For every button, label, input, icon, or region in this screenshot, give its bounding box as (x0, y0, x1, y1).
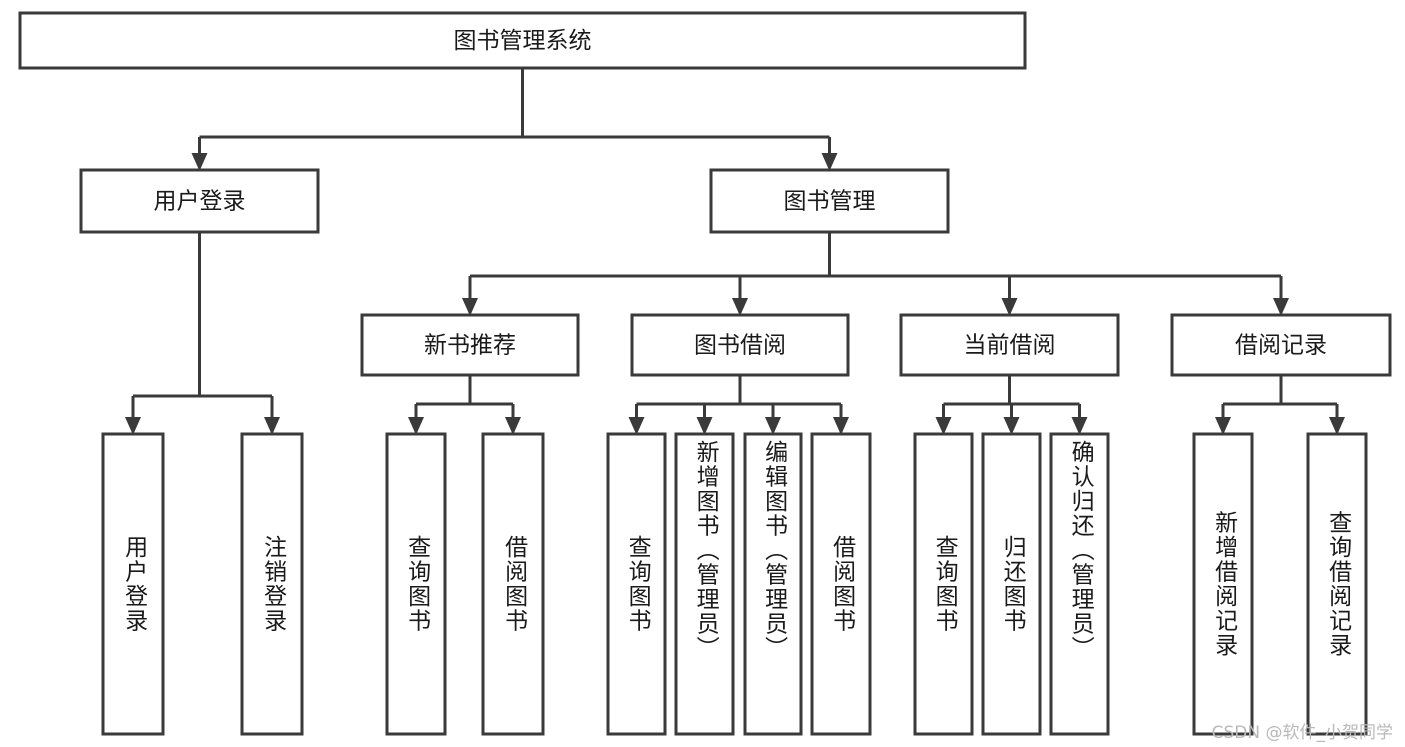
node-box-new-book-recommend[interactable] (360, 313, 580, 377)
arrow-head-icon (1003, 417, 1020, 435)
node-label-root: 图书管理系统 (454, 28, 592, 54)
node-box-leaf-query-book-1[interactable] (385, 432, 447, 736)
node-box-leaf-edit-book[interactable] (743, 432, 803, 736)
node-box-leaf-query-book-2[interactable] (606, 432, 667, 736)
node-label-borrow-record: 借阅记录 (1235, 333, 1327, 359)
node-box-leaf-query-book-3[interactable] (913, 432, 974, 736)
arrow-head-icon (696, 417, 713, 435)
node-box-leaf-return-book[interactable] (981, 432, 1042, 736)
arrow-head-icon (732, 298, 748, 316)
arrow-head-icon (1215, 417, 1231, 435)
node-box-book-manage[interactable] (709, 168, 950, 234)
arrow-head-icon (462, 298, 478, 316)
node-box-current-borrow[interactable] (899, 313, 1120, 377)
node-box-leaf-logout[interactable] (240, 432, 304, 736)
node-label-book-manage: 图书管理 (784, 189, 876, 215)
arrow-head-icon (628, 417, 645, 435)
node-box-leaf-query-record[interactable] (1306, 432, 1368, 736)
arrow-head-icon (125, 417, 141, 435)
node-label-current-borrow: 当前借阅 (964, 333, 1056, 359)
arrow-head-icon (264, 417, 280, 435)
arrow-head-icon (1273, 298, 1289, 316)
arrow-head-icon (833, 417, 849, 435)
arrow-head-icon (1329, 417, 1345, 435)
watermark-text: CSDN @软件_小贺同学 (1211, 723, 1393, 743)
arrow-head-icon (408, 417, 424, 435)
arrow-head-icon (765, 417, 781, 435)
arrow-head-icon (505, 417, 521, 435)
node-box-leaf-add-record[interactable] (1192, 432, 1254, 736)
node-box-borrow-record[interactable] (1170, 313, 1392, 377)
connector-layer (125, 68, 1345, 435)
arrow-head-icon (1001, 298, 1018, 316)
node-box-leaf-confirm-return[interactable] (1049, 432, 1110, 736)
arrow-head-icon (935, 417, 952, 435)
node-box-leaf-user-login[interactable] (101, 432, 165, 736)
arrow-head-icon (1071, 417, 1088, 435)
node-box-user-login[interactable] (79, 168, 320, 234)
node-box-leaf-add-book[interactable] (674, 432, 735, 736)
node-box-layer (18, 11, 1392, 736)
node-box-leaf-borrow-book-2[interactable] (810, 432, 872, 736)
node-label-user-login: 用户登录 (154, 189, 246, 215)
node-label-new-book-recommend: 新书推荐 (424, 333, 516, 359)
node-box-book-borrow[interactable] (630, 313, 850, 377)
arrow-head-icon (191, 153, 208, 171)
node-box-leaf-borrow-book-1[interactable] (481, 432, 545, 736)
node-label-book-borrow: 图书借阅 (694, 333, 786, 359)
arrow-head-icon (821, 153, 838, 171)
node-box-root[interactable] (18, 11, 1027, 70)
